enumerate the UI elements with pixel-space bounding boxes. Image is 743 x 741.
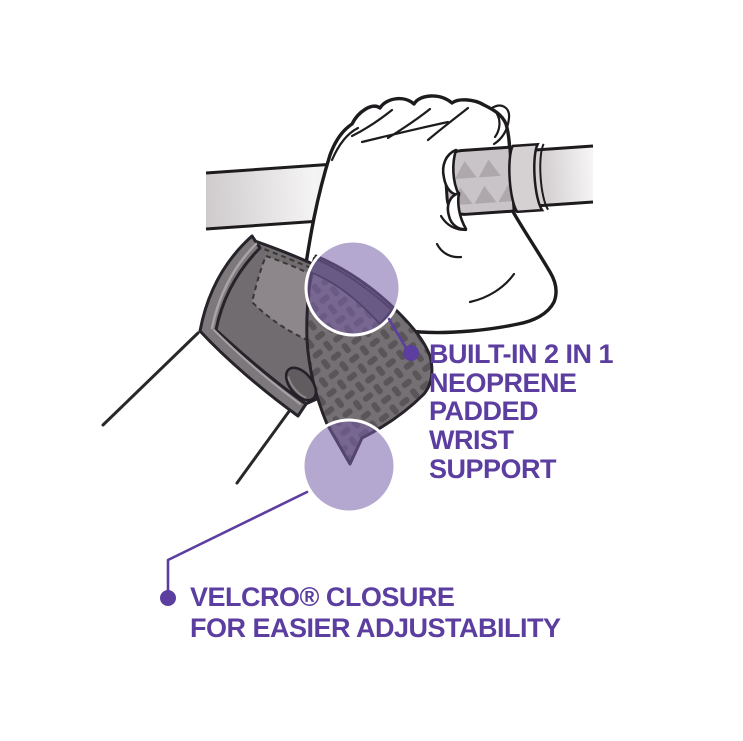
- finger-line-1: [350, 108, 394, 138]
- leader-velcro: [160, 490, 309, 606]
- fingertip-1: [441, 148, 461, 197]
- leader-line-neoprene: [387, 317, 408, 350]
- callout-neoprene-line-3: PADDED: [429, 396, 538, 426]
- wrap-rim-highlight-lower: [213, 329, 301, 405]
- callout-neoprene-line-4: WRIST: [429, 425, 514, 455]
- pinky-curl-inner-line: [493, 112, 501, 139]
- finger-line-3: [426, 106, 470, 142]
- grip-collar-line: [539, 143, 549, 211]
- callout-velcro-line-2: FOR EASIER ADJUSTABILITY: [190, 613, 561, 643]
- wrist-crease-line: [468, 272, 516, 304]
- fingertips-over-grip: [435, 148, 468, 259]
- forearm-lines: [101, 331, 292, 485]
- highlight-circle-top: [304, 239, 402, 337]
- grip-collar: [508, 142, 545, 214]
- callout-neoprene-line-1: BUILT-IN 2 IN 1: [429, 339, 614, 369]
- highlight-circle-bottom: [301, 418, 397, 514]
- thumb-heel-line: [435, 242, 463, 259]
- leader-neoprene: [387, 317, 419, 361]
- callout-neoprene-line-5: SUPPORT: [429, 454, 557, 484]
- forearm-lower-line: [235, 408, 292, 485]
- callout-neoprene: BUILT-IN 2 IN 1 NEOPRENE PADDED WRIST SU…: [429, 339, 614, 484]
- knuckle-ridge-line: [330, 126, 360, 162]
- callout-velcro: VELCRO® CLOSURE FOR EASIER ADJUSTABILITY: [190, 582, 562, 643]
- strap-roll: [284, 366, 318, 402]
- wrap-edge-rim: [198, 234, 308, 418]
- forearm-upper-line: [101, 331, 200, 427]
- leader-line-velcro: [166, 490, 309, 594]
- pinky-curl-line: [490, 104, 511, 146]
- callout-velcro-line-1: VELCRO® CLOSURE: [190, 582, 454, 612]
- callout-neoprene-line-2: NEOPRENE: [429, 368, 577, 398]
- wrap-rim-highlight: [210, 242, 258, 330]
- leader-dot-neoprene: [403, 345, 419, 361]
- fingertip-2: [446, 191, 468, 231]
- hand-crease-line: [360, 120, 450, 144]
- fingertip-smile-line: [439, 214, 468, 232]
- leader-dot-velcro: [160, 590, 176, 606]
